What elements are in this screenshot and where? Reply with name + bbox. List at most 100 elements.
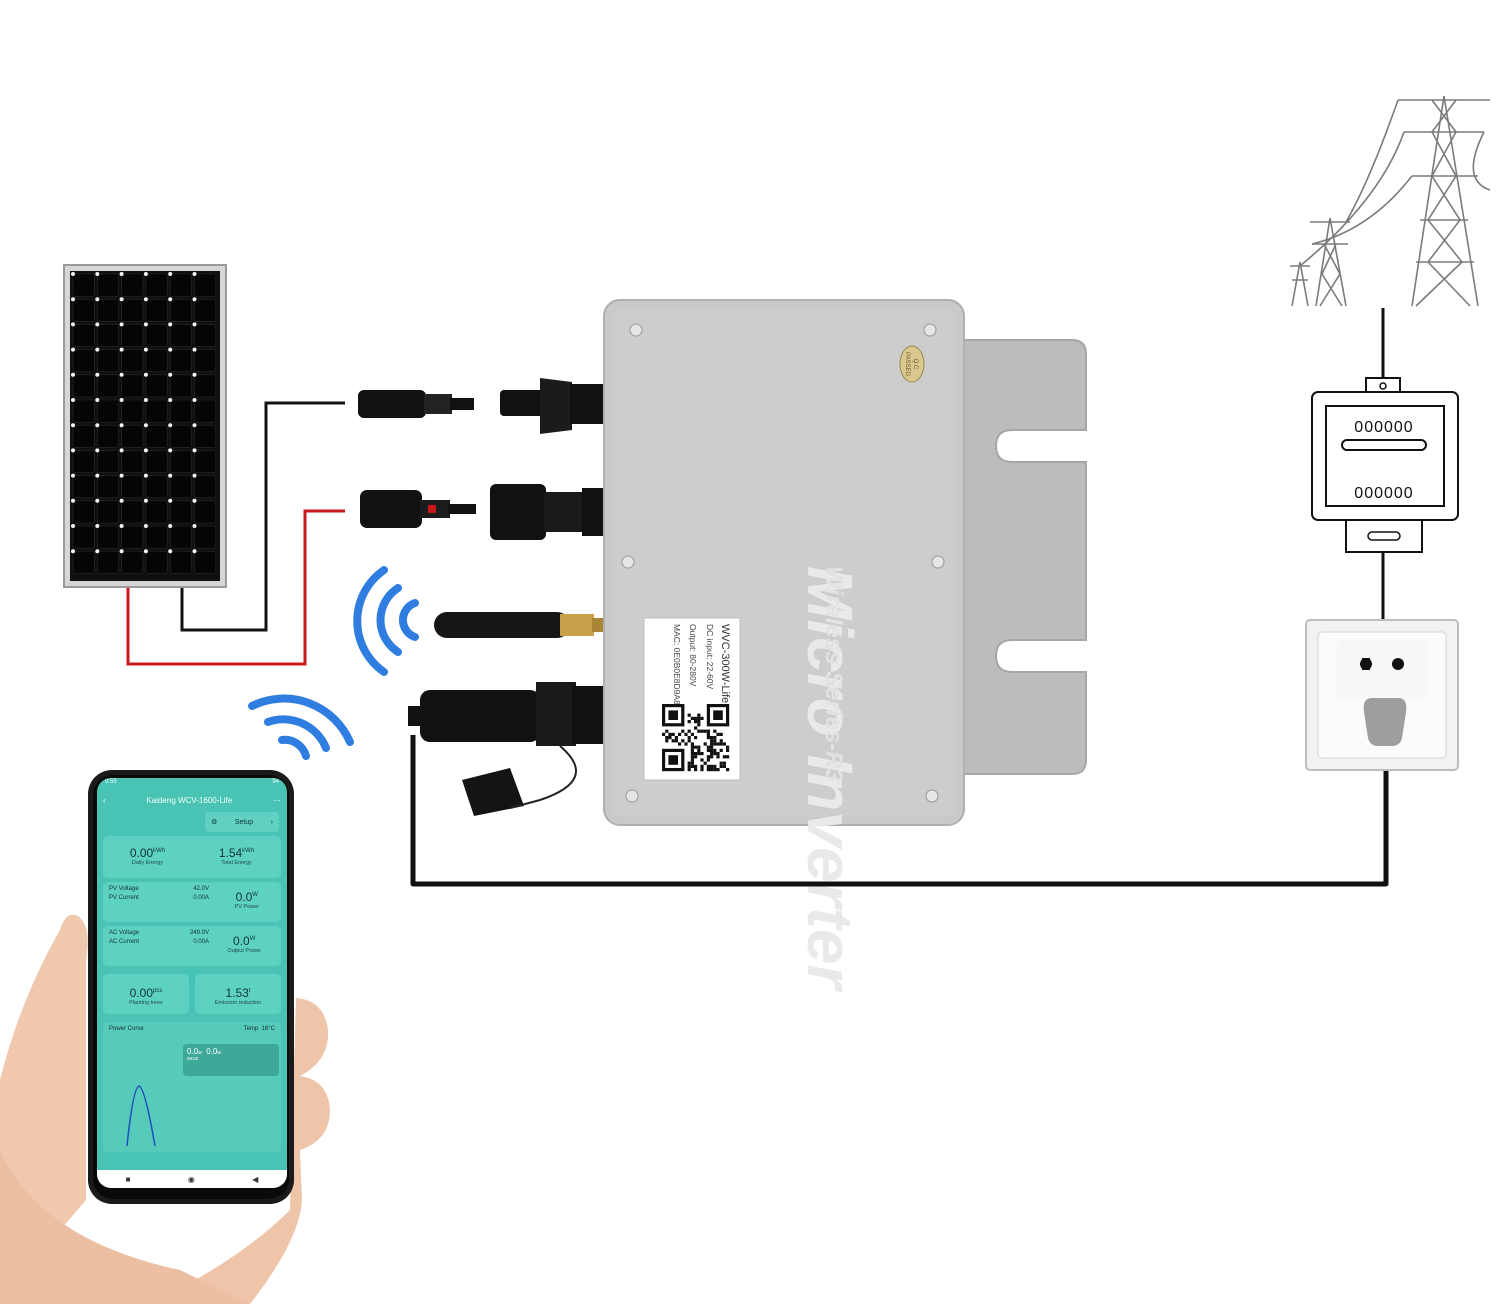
qr-module	[694, 752, 698, 756]
qr-module	[697, 745, 701, 749]
cell-corner-dot	[143, 272, 148, 276]
solar-cell	[145, 399, 168, 423]
solar-cell	[145, 450, 168, 473]
solar-cell	[72, 298, 95, 322]
cell-corner-dot	[71, 398, 75, 402]
cell-corner-dot	[119, 498, 124, 503]
qr-module	[674, 736, 678, 740]
qr-module	[706, 736, 710, 740]
solar-cell	[72, 273, 95, 297]
solar-cell	[194, 324, 217, 347]
power-curve-card[interactable]: Power Curve Temp 16°C 0.0w 0.0w 09:00	[103, 1022, 281, 1152]
wall-socket-icon	[1305, 619, 1459, 771]
cell-corner-dot	[119, 272, 124, 276]
qr-module	[706, 745, 710, 749]
status-battery: 94	[272, 779, 279, 785]
solar-cell	[169, 374, 192, 398]
cell-corner-dot	[192, 398, 197, 402]
cell-corner-dot	[168, 372, 173, 377]
label-output: Output: 80-280V	[688, 624, 698, 687]
cell-corner-dot	[143, 473, 148, 478]
qr-module	[700, 716, 704, 720]
ac-connector	[408, 682, 608, 816]
back-nav-icon[interactable]: ◀	[252, 1174, 259, 1184]
plug	[1363, 698, 1407, 746]
ac-voltage-label: AC Voltage	[109, 930, 140, 936]
cell-corner-dot	[71, 347, 75, 352]
pv-power-value: 0.0	[235, 890, 253, 904]
cell-corner-dot	[95, 297, 100, 302]
solar-cell	[72, 475, 95, 499]
total-energy-label: Total Energy	[221, 860, 252, 866]
cell-corner-dot	[143, 372, 148, 377]
cell-corner-dot	[119, 372, 124, 377]
ac-current-label: AC Current	[109, 939, 140, 945]
qr-module	[687, 713, 691, 717]
qr-module	[719, 761, 723, 765]
solar-cell	[169, 298, 192, 322]
solar-cell	[169, 550, 192, 574]
cell-corner-dot	[192, 322, 197, 327]
cell-corner-dot	[192, 498, 197, 503]
setup-button[interactable]: ⚙ Setup ›	[205, 812, 279, 832]
emission-card: 1.53t Emission reduction	[195, 974, 281, 1014]
cell-corner-dot	[143, 448, 148, 453]
output-power-value: 0.0	[233, 934, 250, 948]
qr-module	[700, 768, 704, 772]
qr-module	[722, 742, 726, 746]
qr-module	[694, 768, 698, 772]
recents-icon[interactable]: ■	[125, 1174, 131, 1184]
badge-line-1: Q.C	[912, 359, 918, 370]
qr-module	[719, 764, 723, 768]
qr-module	[690, 764, 694, 768]
solar-cell	[121, 298, 144, 322]
chevron-right-icon: ›	[270, 818, 273, 826]
more-icon[interactable]: ⋯	[273, 795, 281, 805]
wifi-antenna	[434, 612, 606, 638]
qr-module	[722, 761, 726, 765]
solar-cell	[145, 475, 168, 499]
solar-cell	[145, 525, 168, 549]
cell-corner-dot	[143, 423, 148, 428]
solar-cell	[97, 324, 119, 347]
qr-module	[716, 742, 720, 746]
cell-corner-dot	[71, 473, 75, 478]
ac-voltage-value: 249.9V	[189, 930, 209, 936]
meter-reading-bottom: 000000	[1354, 485, 1413, 502]
solar-panel	[63, 264, 227, 588]
electric-meter-icon: 000000 000000	[1311, 377, 1459, 553]
curve-value-2: 0.0	[206, 1047, 218, 1056]
solar-cell	[97, 475, 119, 499]
cell-corner-dot	[168, 448, 173, 453]
qr-module	[713, 752, 717, 756]
qr-module	[674, 739, 678, 743]
back-icon[interactable]: ‹	[103, 795, 106, 805]
qr-module	[706, 748, 710, 752]
solar-cell	[121, 475, 144, 499]
solar-cell	[145, 324, 168, 347]
solar-cell	[97, 374, 119, 398]
qr-module	[706, 729, 710, 733]
qr-module	[716, 752, 720, 756]
ac-output-cable	[410, 735, 1389, 887]
cell-corner-dot	[71, 322, 75, 327]
solar-cell	[121, 324, 144, 347]
solar-cell	[97, 399, 119, 423]
solar-cell	[145, 349, 168, 373]
black-dc-wire	[180, 401, 345, 632]
curve-unit-2: w	[217, 1050, 221, 1056]
setup-label: Setup	[234, 818, 254, 826]
cell-corner-dot	[168, 347, 173, 352]
cell-corner-dot	[95, 423, 100, 428]
home-icon[interactable]: ◉	[187, 1174, 195, 1184]
cell-corner-dot	[71, 423, 75, 428]
solar-cell	[169, 273, 192, 297]
cell-corner-dot	[192, 448, 197, 453]
solar-cell	[194, 349, 217, 373]
solar-cell	[145, 424, 168, 448]
status-time: 9:55	[105, 779, 117, 785]
qr-module	[710, 755, 714, 759]
qr-module	[694, 736, 698, 740]
qr-module	[694, 745, 698, 749]
power-curve-chart	[126, 1085, 156, 1147]
